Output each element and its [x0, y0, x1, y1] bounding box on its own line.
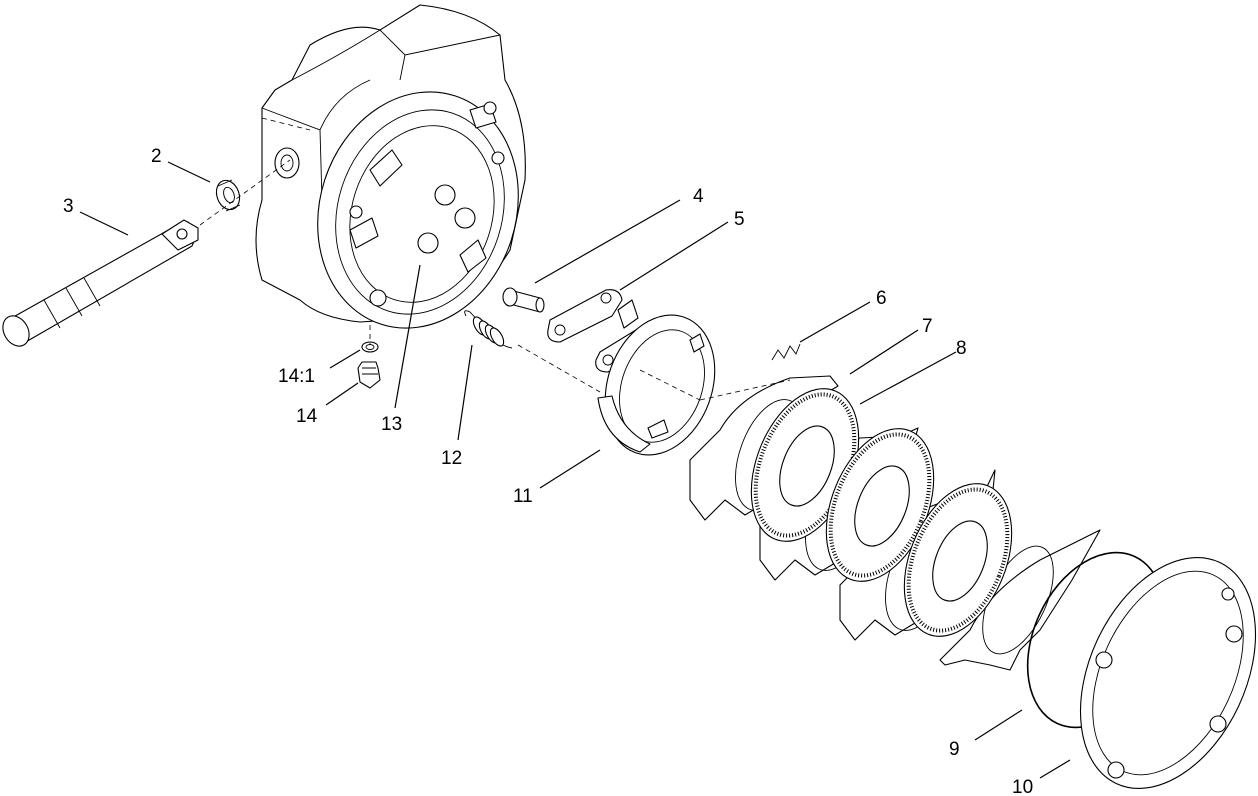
- assembly-centerlines: [199, 117, 791, 401]
- callout-3: 3: [63, 196, 74, 217]
- leader-lines: [79, 161, 1071, 779]
- pin-part-4: [502, 287, 545, 313]
- friction-disc-part-7: [750, 388, 1013, 637]
- shaft-part-3: [2, 219, 199, 347]
- callout-4: 4: [693, 186, 704, 207]
- callout-8: 8: [956, 338, 967, 359]
- callout-10: 10: [1012, 777, 1033, 796]
- cover-plate-part-10: [1079, 557, 1257, 789]
- callout-9: 9: [949, 739, 960, 760]
- spring-part-12: [464, 310, 513, 349]
- callout-12: 12: [441, 448, 462, 469]
- callout-13: 13: [381, 414, 402, 435]
- clip-part-6: [771, 343, 801, 361]
- callout-7: 7: [922, 316, 933, 337]
- fitting-part-14: [357, 361, 381, 389]
- callout-2: 2: [151, 146, 162, 167]
- callout-14: 14: [296, 406, 318, 427]
- callout-14-1: 14:1: [278, 366, 315, 387]
- callout-11: 11: [513, 486, 533, 507]
- housing-part-13: [255, 4, 526, 329]
- callout-5: 5: [734, 209, 745, 230]
- callout-6: 6: [876, 288, 887, 309]
- actuator-part-11: [597, 314, 716, 456]
- callout-labels: 2 3 4 5 6 7 8 9 10 11 12 13 14 14:1: [63, 146, 1033, 796]
- bushing-part-2: [215, 179, 241, 212]
